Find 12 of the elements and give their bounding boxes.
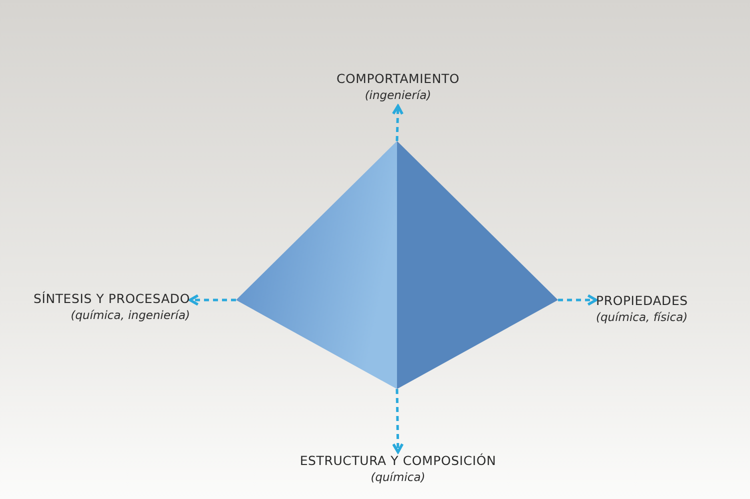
dashed-arrow <box>392 104 404 142</box>
node-subtitle: (ingeniería) <box>364 87 432 103</box>
dashed-arrow <box>188 294 236 306</box>
node-title: ESTRUCTURA Y COMPOSICIÓN <box>298 452 498 469</box>
node-title: COMPORTAMIENTO <box>335 70 461 87</box>
node-subtitle: (química, ingeniería) <box>70 307 190 323</box>
dashed-arrow <box>392 388 404 454</box>
node-subtitle: (química) <box>370 469 426 485</box>
node-subtitle: (química, física) <box>596 309 689 325</box>
node-title: SÍNTESIS Y PROCESADO <box>32 290 190 307</box>
node-title: PROPIEDADES <box>596 292 689 309</box>
dashed-arrow <box>558 294 598 306</box>
